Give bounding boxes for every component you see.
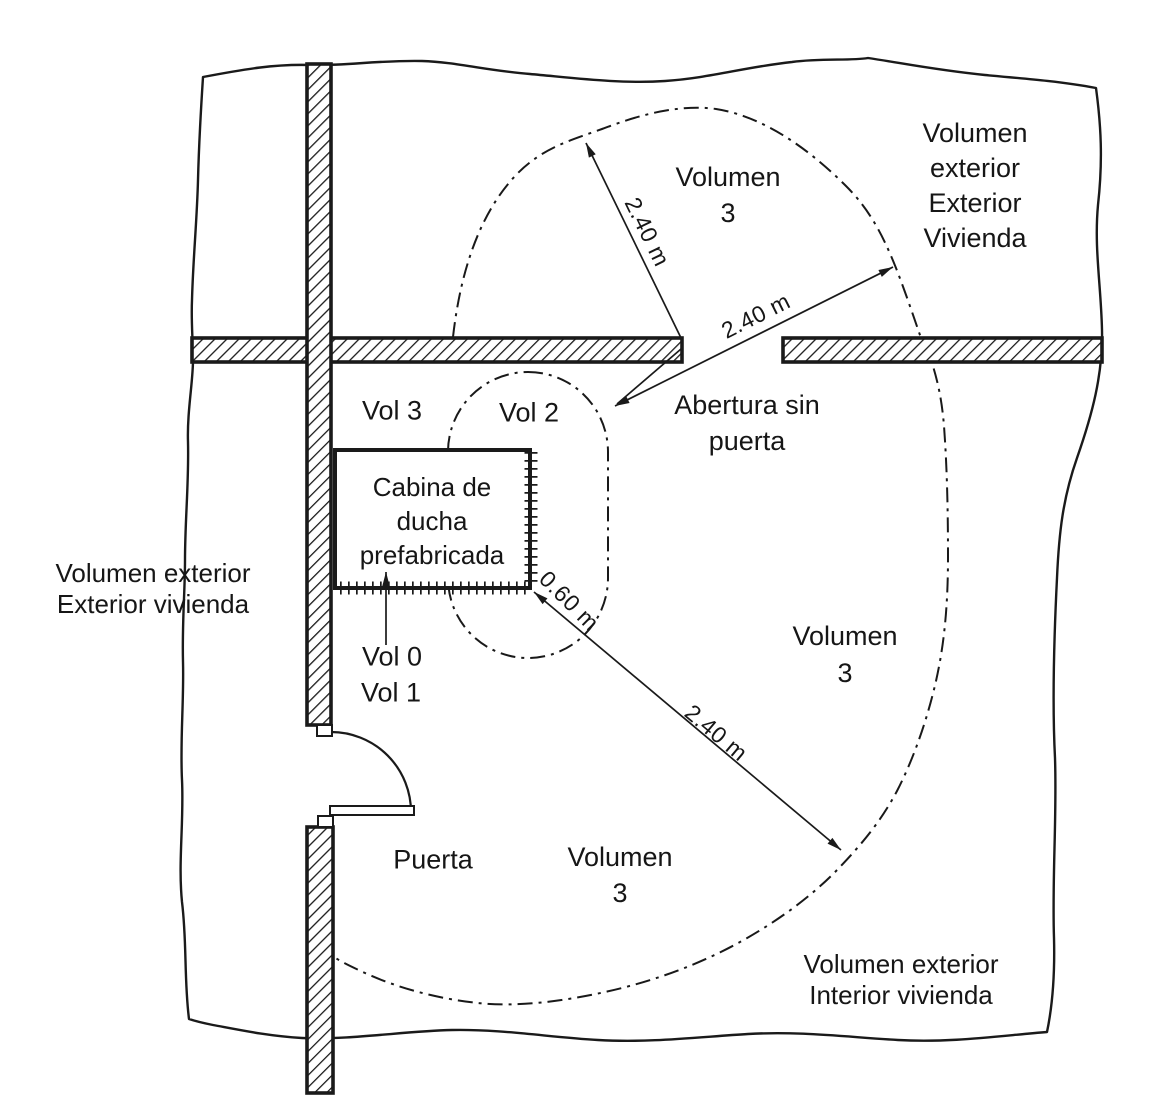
door-jamb-bottom: [317, 815, 334, 828]
dimension-arrow-060-and-240-lower: [533, 591, 842, 851]
label-line: Cabina de: [372, 472, 492, 502]
label-line: Exterior: [928, 188, 1022, 218]
label-opening: Abertura sin puerta: [674, 387, 820, 459]
label-volume3-right: Volumen 3: [792, 618, 897, 692]
label-line: ducha: [396, 506, 468, 536]
label-line: puerta: [708, 426, 786, 456]
wall-horizontal-right: [781, 336, 1104, 364]
label-line: 3: [612, 878, 628, 908]
label-line: Interior vivienda: [809, 980, 993, 1010]
label-line: Volumen: [922, 118, 1028, 148]
torn-paper-border: [179, 56, 1104, 1042]
label-line: Abertura sin: [674, 390, 820, 420]
label-outside-left: Volumen exterior Exterior vivienda: [55, 558, 250, 620]
label-volume3-bottom: Volumen 3: [567, 839, 672, 911]
label-line: Volumen: [567, 842, 673, 872]
label-vol0: Vol 0: [361, 641, 423, 672]
label-line: 3: [720, 198, 736, 228]
label-line: Volumen exterior: [803, 949, 999, 979]
label-door: Puerta: [393, 844, 473, 875]
label-line: Volumen: [675, 162, 781, 192]
volume2-boundary: [447, 371, 609, 659]
wall-vertical-lower: [305, 825, 335, 1095]
label-line: Volumen exterior: [55, 558, 251, 588]
label-cabin: Cabina de ducha prefabricada: [360, 470, 505, 572]
label-vol1: Vol 1: [360, 677, 422, 708]
label-volume3-top: Volumen 3: [675, 159, 780, 231]
label-inside-bottom-right: Volumen exterior Interior vivienda: [803, 949, 998, 1011]
label-line: exterior: [929, 153, 1021, 183]
label-vol3: Vol 3: [361, 395, 423, 426]
label-line: Volumen: [792, 621, 898, 651]
label-line: prefabricada: [359, 540, 505, 570]
label-outside-top-right: Volumen exterior Exterior Vivienda: [922, 116, 1027, 256]
door-jamb-top: [316, 724, 333, 737]
shower-cabin-box: [333, 448, 532, 590]
label-line: Vivienda: [923, 223, 1027, 253]
label-line: Exterior vivienda: [56, 589, 250, 619]
volume3-boundary: [332, 106, 950, 1006]
door-leaf: [329, 805, 415, 816]
door-swing-arc: [330, 730, 413, 813]
dimension-arrow-240-upper-right: [614, 266, 894, 407]
wall-horizontal-left: [190, 336, 684, 364]
wall-vertical-upper: [305, 62, 333, 727]
label-line: 3: [837, 658, 853, 688]
label-vol2: Vol 2: [498, 397, 560, 428]
